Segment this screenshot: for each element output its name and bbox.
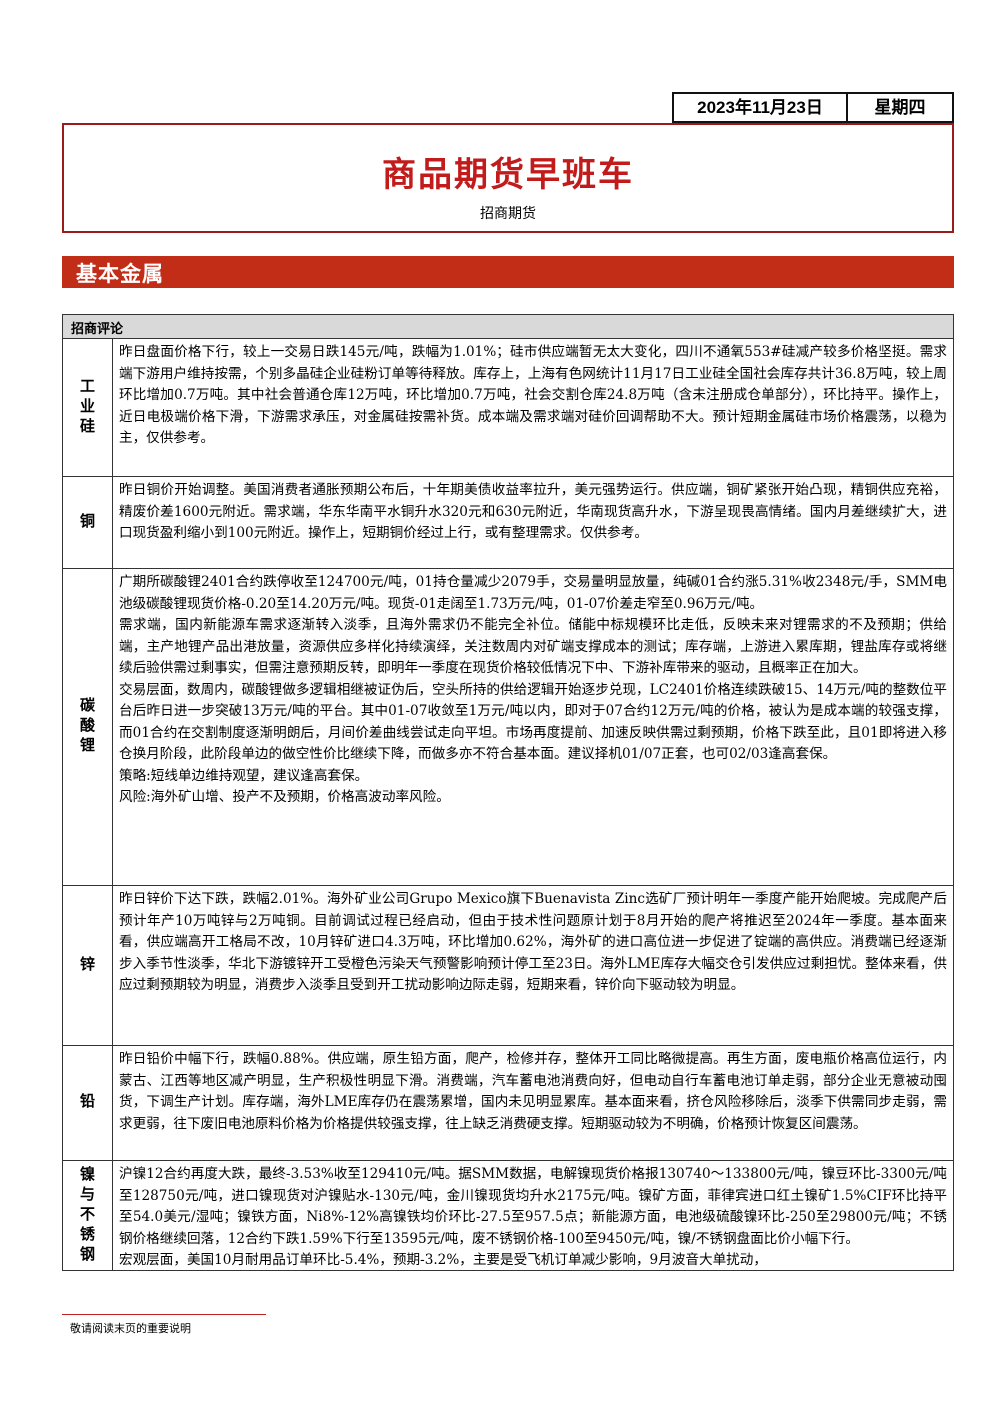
row-label: 铅	[78, 1093, 96, 1113]
commentary-table: 招商评论 工业硅 昨日盘面价格下行，较上一交易日跌145元/吨，跌幅为1.01%…	[62, 314, 954, 1271]
paragraph: 昨日盘面价格下行，较上一交易日跌145元/吨，跌幅为1.01%；硅市供应端暂无太…	[119, 344, 947, 446]
row-label-cell: 工业硅	[63, 339, 113, 476]
footer-note: 敬请阅读末页的重要说明	[70, 1322, 191, 1335]
row-content: 沪镍12合约再度大跌，最终-3.53%收至129410元/吨。据SMM数据，电解…	[113, 1161, 953, 1270]
row-label: 碳酸锂	[78, 697, 96, 757]
paragraph: 需求端，国内新能源车需求逐渐转入淡季，且海外需求仍不能完全补位。储能中标规模环比…	[119, 617, 947, 676]
row-content: 广期所碳酸锂2401合约跌停收至124700元/吨，01持仓量减少2079手，交…	[113, 569, 953, 885]
row-label-cell: 镍与不锈钢	[63, 1161, 113, 1270]
paragraph: 昨日锌价下达下跌，跌幅2.01%。海外矿业公司Grupo Mexico旗下Bue…	[119, 891, 947, 993]
paragraph: 昨日铅价中幅下行，跌幅0.88%。供应端，原生铅方面，爬产，检修并存，整体开工同…	[119, 1051, 947, 1132]
row-label-cell: 锌	[63, 886, 113, 1045]
section-banner: 基本金属	[62, 256, 954, 288]
table-header: 招商评论	[63, 315, 953, 339]
company-name: 招商期货	[480, 206, 536, 222]
paragraph: 昨日铜价开始调整。美国消费者通胀预期公布后，十年期美债收益率拉升，美元强势运行。…	[119, 482, 947, 541]
report-date: 2023年11月23日	[672, 92, 848, 123]
paragraph: 广期所碳酸锂2401合约跌停收至124700元/吨，01持仓量减少2079手，交…	[119, 574, 947, 612]
table-row-lead: 铅 昨日铅价中幅下行，跌幅0.88%。供应端，原生铅方面，爬产，检修并存，整体开…	[63, 1046, 953, 1161]
table-row-lithium-carbonate: 碳酸锂 广期所碳酸锂2401合约跌停收至124700元/吨，01持仓量减少207…	[63, 569, 953, 886]
paragraph: 交易层面，数周内，碳酸锂做多逻辑相继被证伪后，空头所持的供给逻辑开始逐步兑现，L…	[119, 681, 947, 763]
paragraph: 风险:海外矿山增、投产不及预期，价格高波动率风险。	[119, 789, 450, 805]
paragraph: 沪镍12合约再度大跌，最终-3.53%收至129410元/吨。据SMM数据，电解…	[119, 1166, 947, 1247]
table-row-copper: 铜 昨日铜价开始调整。美国消费者通胀预期公布后，十年期美债收益率拉升，美元强势运…	[63, 477, 953, 569]
report-weekday: 星期四	[846, 92, 954, 123]
row-label-cell: 碳酸锂	[63, 569, 113, 885]
row-content: 昨日铅价中幅下行，跌幅0.88%。供应端，原生铅方面，爬产，检修并存，整体开工同…	[113, 1046, 953, 1160]
footer-divider	[62, 1314, 266, 1315]
table-header-label: 招商评论	[71, 322, 124, 337]
table-row-industrial-silicon: 工业硅 昨日盘面价格下行，较上一交易日跌145元/吨，跌幅为1.01%；硅市供应…	[63, 339, 953, 477]
paragraph: 策略:短线单边维持观望，建议逢高套保。	[119, 767, 369, 784]
row-label: 锌	[78, 955, 96, 976]
row-label: 镍与不锈钢	[78, 1165, 96, 1266]
title-box: 商品期货早班车 招商期货	[62, 123, 954, 233]
row-content: 昨日盘面价格下行，较上一交易日跌145元/吨，跌幅为1.01%；硅市供应端暂无太…	[113, 339, 953, 476]
row-label-cell: 铅	[63, 1046, 113, 1160]
section-title: 基本金属	[76, 261, 164, 286]
table-row-zinc: 锌 昨日锌价下达下跌，跌幅2.01%。海外矿业公司Grupo Mexico旗下B…	[63, 886, 953, 1046]
page-title: 商品期货早班车	[382, 155, 634, 195]
table-row-nickel-stainless: 镍与不锈钢 沪镍12合约再度大跌，最终-3.53%收至129410元/吨。据SM…	[63, 1161, 953, 1270]
row-label: 铜	[78, 512, 96, 533]
row-label: 工业硅	[78, 377, 96, 438]
date-bar: 2023年11月23日 星期四	[672, 92, 954, 123]
paragraph: 宏观层面，美国10月耐用品订单环比-5.4%，预期-3.2%，主要是受飞机订单减…	[119, 1252, 767, 1268]
row-content: 昨日铜价开始调整。美国消费者通胀预期公布后，十年期美债收益率拉升，美元强势运行。…	[113, 477, 953, 568]
row-label-cell: 铜	[63, 477, 113, 568]
row-content: 昨日锌价下达下跌，跌幅2.01%。海外矿业公司Grupo Mexico旗下Bue…	[113, 886, 953, 1045]
